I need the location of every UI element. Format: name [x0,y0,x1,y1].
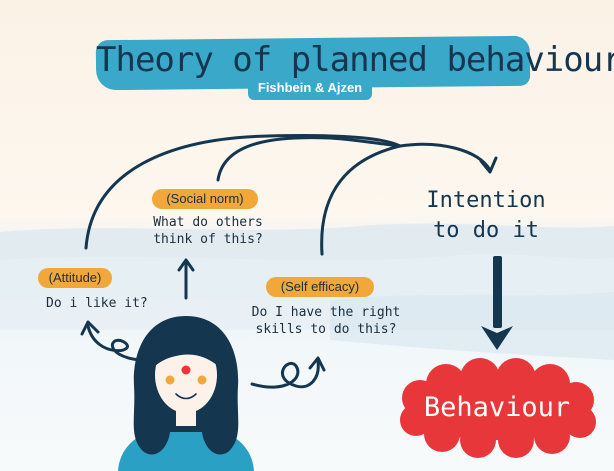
person-mouth [175,393,197,400]
behaviour-arrow [481,256,513,350]
social-norm-up-arrow-head [177,258,195,272]
intention-line2: to do it [433,218,539,243]
subtitle-banner [248,78,372,100]
self-efficacy-question-line1: Do I have the right [251,305,401,320]
self-efficacy-connector [320,144,402,256]
person-nose [181,365,191,375]
attitude-connector [84,133,402,250]
self-efficacy-question: Do I have the right skills to do this? [240,304,412,338]
social-norm-tag: (Social norm) [152,189,258,209]
subtitle: Fishbein & Ajzen [257,80,363,95]
attitude-question: Do i like it? [46,296,148,311]
social-norm-question-line2: think of this? [153,232,263,247]
intention-line1: Intention [426,188,546,213]
behaviour-arrow-head [481,326,513,350]
behaviour-label: Behaviour [423,392,571,423]
social-norm-question: What do others think of this? [136,214,280,248]
person-left-cheek [165,375,175,385]
attitude-swirl-arrow-head [80,320,100,336]
person-right-cheek [197,375,207,385]
intention-arrow-head [479,156,498,174]
intention-label: Intention to do it [416,186,556,246]
attitude-tag: (Attitude) [38,268,112,288]
self-efficacy-question-line2: skills to do this? [255,322,397,337]
attitude-swirl [86,324,142,362]
social-norm-question-line1: What do others [153,215,263,230]
person-fringe [155,335,219,366]
behaviour-arrow-shaft [493,256,502,328]
page-title: Theory of planned behaviour [96,40,614,80]
self-efficacy-tag: (Self efficacy) [266,277,374,297]
self-efficacy-swirl-arrow-head [308,356,326,372]
social-norm-connector [216,136,402,182]
self-efficacy-swirl [250,360,320,389]
